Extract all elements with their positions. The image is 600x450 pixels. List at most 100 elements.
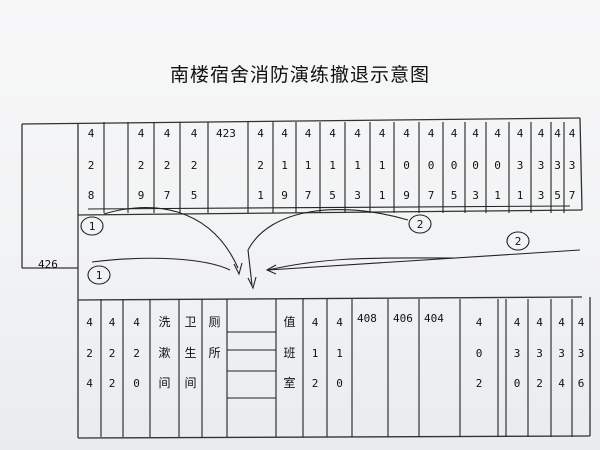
outer-wall-bottom xyxy=(77,435,591,439)
room-label-r436: 3 xyxy=(578,347,585,360)
room-label-r415: 5 xyxy=(329,189,336,202)
room-label-r429: 4 xyxy=(138,127,145,140)
room-label-r420: 0 xyxy=(133,377,140,390)
room-label-r424: 4 xyxy=(86,377,93,390)
room-label-r401: 1 xyxy=(494,189,501,202)
walls xyxy=(21,117,591,439)
room-label-r417: 1 xyxy=(305,159,312,172)
room-label-r405: 5 xyxy=(451,189,458,202)
room-label-r432: 3 xyxy=(536,347,543,360)
room-label-r425: 5 xyxy=(191,189,198,202)
room-label-r427: 4 xyxy=(164,127,171,140)
room-label-r427: 7 xyxy=(164,189,171,202)
room-label-r419: 4 xyxy=(281,127,288,140)
room-label-r417: 7 xyxy=(305,189,312,202)
arrow-east-1 xyxy=(247,209,409,251)
room-label-r412: 1 xyxy=(312,347,319,360)
room-label-r420: 2 xyxy=(133,347,140,360)
marker-label-m1a: 1 xyxy=(89,220,96,233)
room-label-r413: 4 xyxy=(354,127,361,140)
room-label-r430: 3 xyxy=(514,347,521,360)
room-label-r428: 4 xyxy=(88,127,95,140)
room-label-r421: 4 xyxy=(257,127,264,140)
room-label-r410: 0 xyxy=(336,377,343,390)
room-label-r407: 4 xyxy=(428,127,435,140)
room-label-r437: 3 xyxy=(569,159,576,172)
corridor-wall-lower xyxy=(77,296,583,301)
room-label-r428: 2 xyxy=(88,159,95,172)
marker-circle-m1a xyxy=(80,216,104,236)
room-label-r432: 4 xyxy=(536,316,543,329)
room-label-r410: 1 xyxy=(336,347,343,360)
outer-wall-top xyxy=(21,117,581,125)
room-label-r435: 5 xyxy=(554,189,561,202)
room-label-r429: 9 xyxy=(138,189,145,202)
room-label-r402: 0 xyxy=(476,347,483,360)
room-label-r405: 4 xyxy=(451,127,458,140)
room-label-r415: 1 xyxy=(329,159,336,172)
room-label-r422: 2 xyxy=(109,377,116,390)
arrow-west-1 xyxy=(103,207,239,269)
outer-wall-right xyxy=(579,117,583,211)
room-dividers xyxy=(100,122,573,437)
room-label-duty: 班 xyxy=(283,346,295,360)
room-label-r411: 1 xyxy=(379,159,386,172)
room-label-r421: 1 xyxy=(257,189,264,202)
marker-circle-m2b xyxy=(506,231,530,251)
room-label-r402: 2 xyxy=(476,377,483,390)
room-label-r433: 3 xyxy=(538,189,545,202)
arrowhead-1 xyxy=(233,262,243,276)
room-label-r437: 4 xyxy=(569,127,576,140)
room-label-426: 426 xyxy=(38,258,58,271)
escape-arrows xyxy=(91,207,456,290)
room-label-r432: 2 xyxy=(536,377,543,390)
room-label-washroom: 洗 xyxy=(158,315,170,329)
room-label-r415: 4 xyxy=(329,127,336,140)
room-label-duty: 室 xyxy=(283,375,295,390)
room-label-r429: 2 xyxy=(138,159,145,172)
room-label-r435: 4 xyxy=(554,127,561,140)
room-label-r407: 7 xyxy=(428,189,435,202)
room-label-r437: 7 xyxy=(569,189,576,202)
arrowhead-2 xyxy=(247,276,257,290)
room-label-r412: 4 xyxy=(312,316,319,329)
room-label-r403: 4 xyxy=(472,127,479,140)
arrow-east-shaft xyxy=(247,249,253,286)
room-label-r419: 1 xyxy=(281,159,288,172)
arrowhead-3 xyxy=(265,264,277,275)
room-label-r430: 4 xyxy=(514,316,521,329)
room-label-r431: 1 xyxy=(517,189,524,202)
room-label-r423: 423 xyxy=(216,127,236,140)
room-label-r406: 406 xyxy=(393,312,413,325)
marker-circle-m1b xyxy=(87,265,111,285)
corridor-guide-line xyxy=(267,249,581,271)
room-label-wc: 厕 xyxy=(208,315,220,329)
room-label-r419: 9 xyxy=(281,189,288,202)
room-label-r422: 2 xyxy=(109,347,116,360)
marker-circle-m2a xyxy=(408,214,432,234)
room-label-r403: 0 xyxy=(472,159,479,172)
room-label-r409: 0 xyxy=(403,159,410,172)
room-label-r409: 9 xyxy=(403,189,410,202)
room-label-r436: 6 xyxy=(578,377,585,390)
room-label-r403: 3 xyxy=(472,189,479,202)
room-label-r420: 4 xyxy=(133,316,140,329)
room-label-r410: 4 xyxy=(336,316,343,329)
corridor-wall-upper xyxy=(77,209,583,216)
room-label-r430: 0 xyxy=(514,377,521,390)
room-label-r411: 1 xyxy=(379,189,386,202)
room-label-toilet: 卫 xyxy=(184,315,196,329)
room-label-washroom: 漱 xyxy=(158,346,170,360)
room-label-r404: 404 xyxy=(424,312,444,325)
page-title: 南楼宿舍消防演练撤退示意图 xyxy=(169,64,430,86)
room-label-r434: 4 xyxy=(558,377,565,390)
room-label-r421: 2 xyxy=(257,159,264,172)
room-label-r412: 2 xyxy=(312,377,319,390)
room-label-r433: 4 xyxy=(538,127,545,140)
room-label-r407: 0 xyxy=(428,159,435,172)
room-label-r411: 4 xyxy=(379,127,386,140)
arrow-east-2 xyxy=(267,257,456,271)
